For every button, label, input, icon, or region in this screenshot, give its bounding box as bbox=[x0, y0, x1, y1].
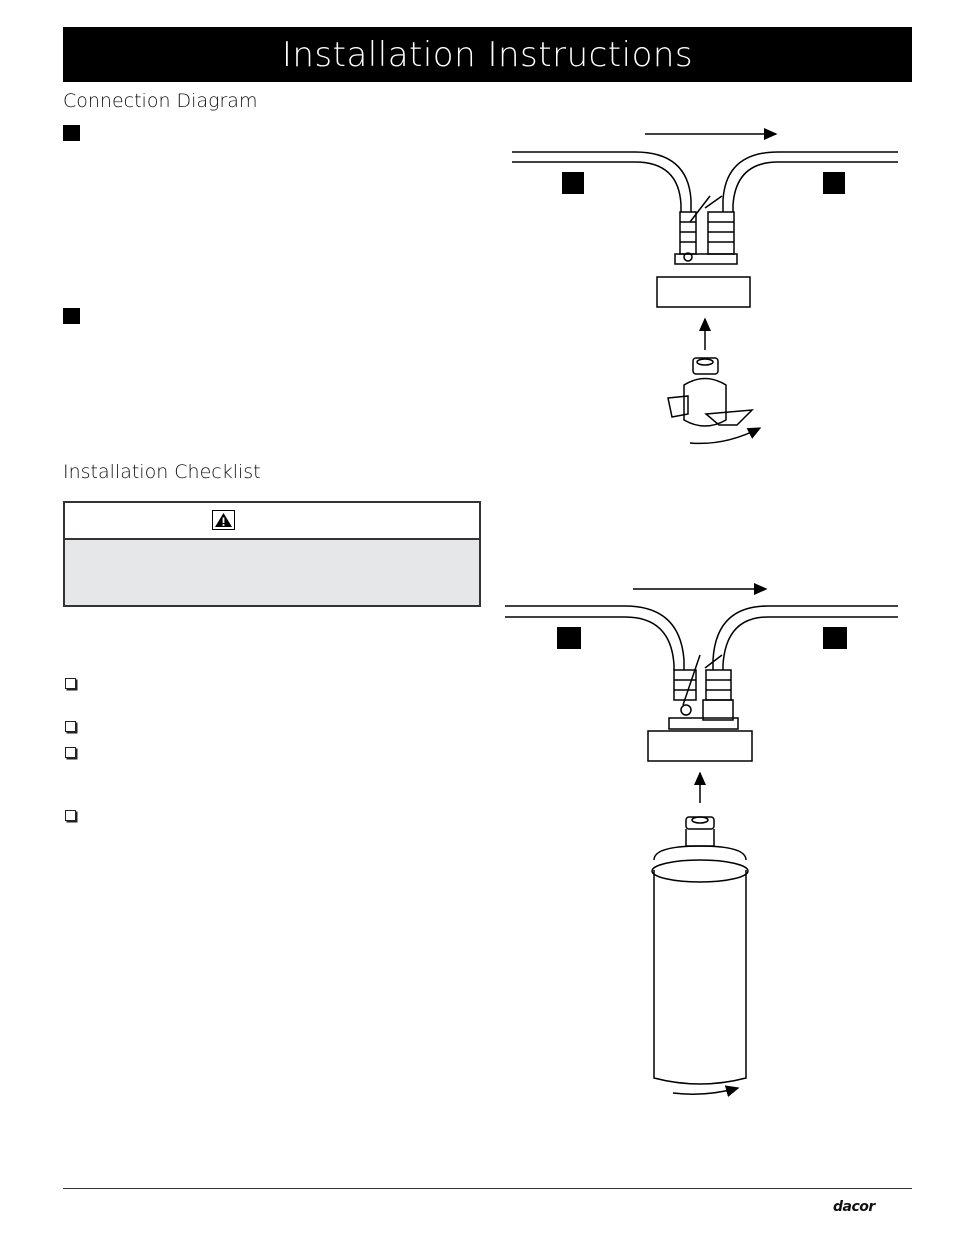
warning-box bbox=[63, 501, 481, 607]
outlet-tube-b-outer bbox=[712, 605, 898, 670]
label-square-a-right bbox=[823, 172, 845, 194]
cartridge-a-body bbox=[683, 377, 727, 427]
inlet-tube-b-outer bbox=[505, 605, 685, 670]
filter-head-a bbox=[656, 276, 751, 308]
outlet-tube-a-inner bbox=[732, 161, 898, 212]
outlet-fitting-a bbox=[707, 211, 735, 255]
cartridge-b-neck bbox=[685, 829, 715, 847]
cartridge-a-left-handle bbox=[667, 395, 689, 418]
filter-head-b bbox=[647, 730, 753, 762]
outlet-tube-b-inner bbox=[722, 616, 898, 670]
checklist-checkbox-2[interactable] bbox=[65, 721, 76, 732]
twist-arrow-b bbox=[672, 1085, 740, 1097]
label-square-b-right bbox=[823, 627, 847, 649]
step-a-marker bbox=[63, 125, 80, 141]
page-title: Installation Instructions bbox=[281, 34, 694, 75]
valve-knob-a bbox=[683, 252, 693, 262]
cartridge-b-shoulder bbox=[653, 845, 747, 861]
outlet-fitting-b bbox=[705, 669, 732, 701]
outlet-tube-a-outer bbox=[722, 151, 898, 212]
inlet-tube-a-inner bbox=[512, 161, 682, 212]
label-square-b-left bbox=[557, 627, 581, 649]
warning-triangle-icon bbox=[212, 510, 235, 530]
dacor-logo: dacor bbox=[833, 1199, 875, 1215]
head-top-a bbox=[674, 253, 738, 265]
connection-diagram-heading: Connection Diagram bbox=[63, 90, 258, 112]
warning-header bbox=[65, 503, 479, 540]
label-square-a-left bbox=[562, 172, 584, 194]
page-title-bar: Installation Instructions bbox=[63, 27, 912, 82]
footer-divider bbox=[63, 1188, 912, 1189]
checklist-checkbox-4[interactable] bbox=[65, 810, 76, 821]
inlet-tube-a-outer bbox=[512, 151, 692, 212]
installation-checklist-heading: Installation Checklist bbox=[63, 461, 261, 483]
cartridge-b-ring bbox=[651, 859, 749, 883]
diagram-a bbox=[512, 128, 898, 445]
head-top-b bbox=[668, 717, 739, 730]
valve-knob-b bbox=[680, 704, 692, 716]
diagram-b bbox=[505, 583, 898, 1097]
checklist-checkbox-1[interactable] bbox=[65, 678, 76, 689]
cartridge-a-neck bbox=[692, 357, 719, 375]
twist-arrow-a bbox=[689, 427, 762, 445]
step-b-marker bbox=[63, 308, 80, 324]
cartridge-b-body bbox=[653, 870, 747, 1085]
checklist-checkbox-3[interactable] bbox=[65, 747, 76, 758]
inlet-tube-b-inner bbox=[505, 616, 675, 670]
outlet-port-b bbox=[702, 699, 734, 721]
cartridge-a-right-handle bbox=[704, 409, 754, 426]
